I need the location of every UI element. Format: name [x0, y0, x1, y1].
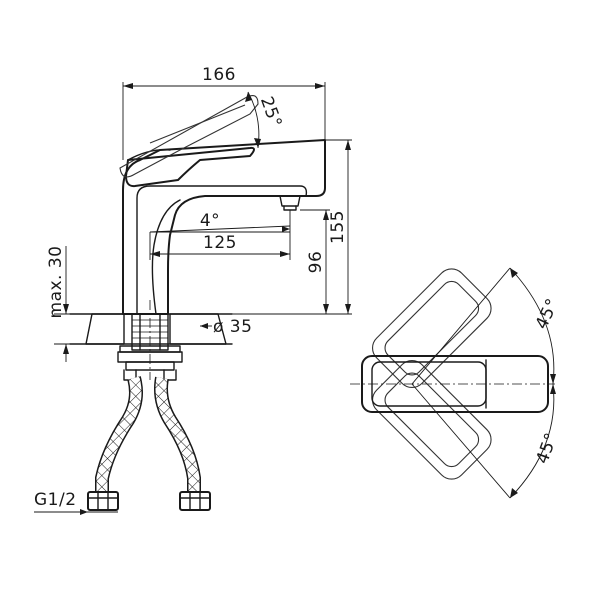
top-view: 45° 45°: [350, 267, 563, 499]
label-overall-length: 166: [202, 65, 236, 85]
dim-spout-height: 96: [300, 209, 330, 314]
label-hole-diameter: ø 35: [213, 317, 252, 337]
dim-connection-thread: G1/2: [34, 490, 118, 515]
dim-hole-diameter: ø 35: [200, 317, 252, 337]
label-spout-height: 96: [306, 251, 326, 274]
label-spout-reach: 125: [203, 233, 237, 253]
dim-lever-angle: 25°: [245, 91, 286, 149]
label-overall-height: 155: [328, 210, 348, 244]
flex-hoses: [87, 376, 211, 511]
label-lever-angle: 25°: [256, 94, 286, 131]
label-connection-thread: G1/2: [34, 490, 77, 510]
label-max-deck: max. 30: [46, 246, 66, 319]
side-view: 166 25° 155 96: [34, 65, 352, 515]
dim-rotation-arcs: 45° 45°: [411, 267, 563, 499]
dim-spout-angle: 4°: [149, 211, 291, 233]
label-rotation-angle-bottom: 45°: [532, 430, 562, 467]
dim-spout-reach: 125: [149, 210, 291, 260]
dim-max-deck: max. 30: [46, 246, 92, 362]
label-spout-angle: 4°: [200, 211, 220, 231]
label-rotation-angle-top: 45°: [532, 295, 563, 332]
dim-overall-height: 155: [232, 139, 352, 315]
faucet-body: [119, 95, 326, 315]
dim-overall-length: 166: [122, 65, 326, 160]
